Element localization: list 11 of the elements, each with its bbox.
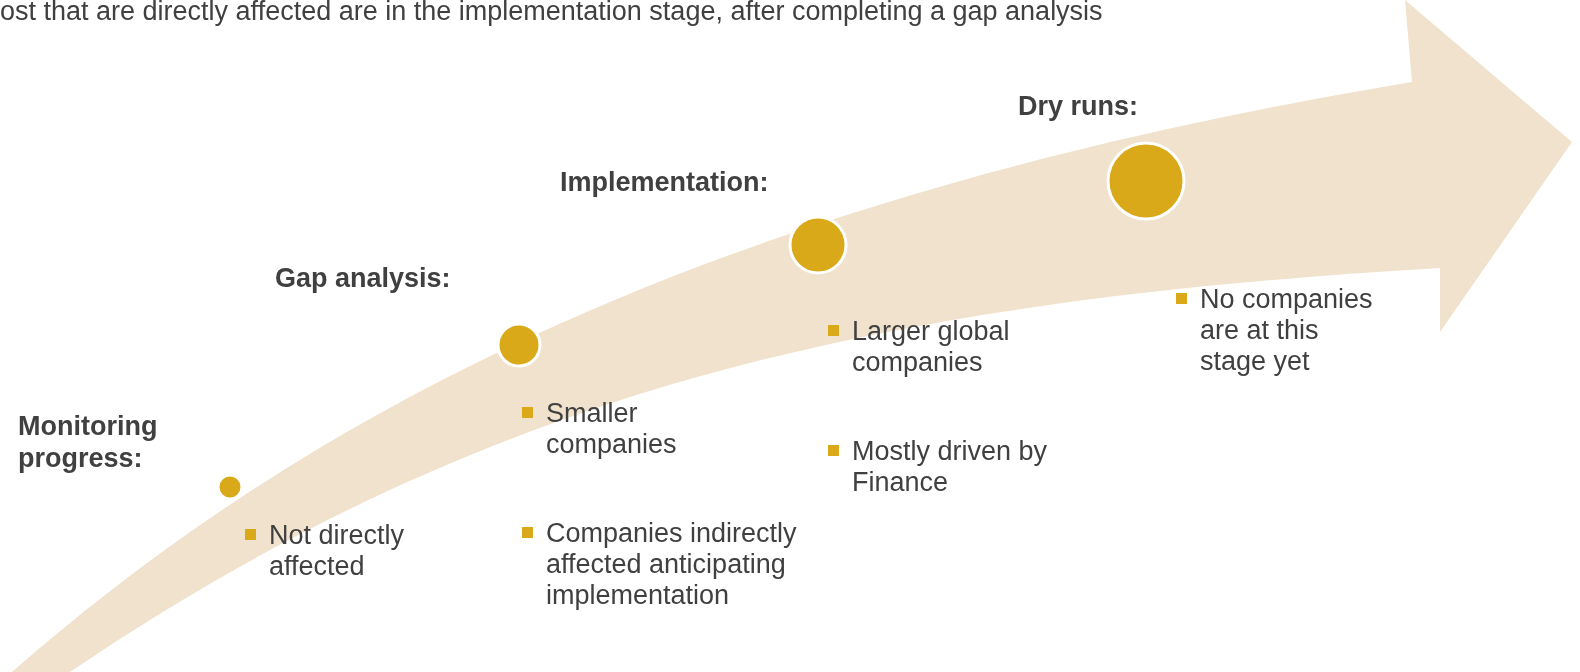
- bullet-text: Smaller companies: [522, 398, 766, 460]
- subtitle-text: ost that are directly affected are in the implementation stage, after completing a gap analysis: [0, 0, 1103, 27]
- bullet-text: Mostly driven by Finance: [828, 436, 1122, 498]
- bullet-text: No companies are at this stage yet: [1176, 284, 1390, 377]
- bullet-text: Not directly affected: [245, 520, 479, 582]
- stage-heading: Gap analysis:: [275, 262, 452, 294]
- stage-heading: Dry runs:: [1018, 90, 1140, 122]
- bullet-text: Larger global companies: [828, 316, 1092, 378]
- bullet-text: Companies indirectly affected anticipating implementation: [522, 518, 836, 611]
- stage-heading: Implementation:: [560, 166, 770, 198]
- stage-heading: Monitoring progress:: [18, 410, 159, 474]
